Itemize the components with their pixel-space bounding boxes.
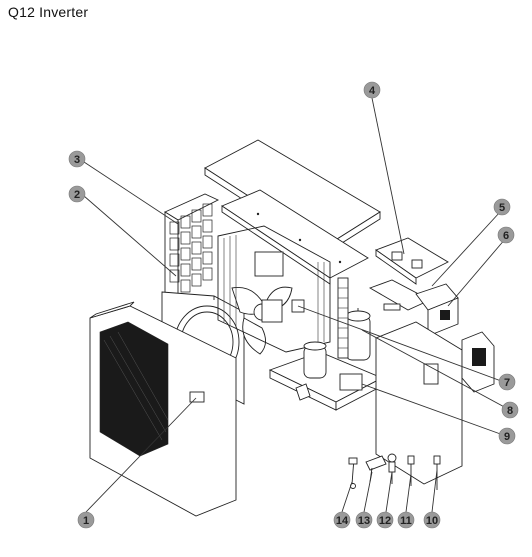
callout-14: 14 (333, 511, 351, 529)
svg-text:10: 10 (426, 515, 438, 527)
fitting-14 (348, 457, 358, 489)
front-panel (89, 301, 237, 517)
svg-text:6: 6 (503, 230, 509, 242)
svg-text:14: 14 (336, 515, 349, 527)
callout-12: 12 (376, 511, 394, 529)
fan-assembly (231, 251, 293, 355)
svg-text:2: 2 (74, 189, 80, 201)
callout-5: 5 (493, 198, 511, 216)
svg-text:12: 12 (379, 515, 391, 527)
leader-lines (83, 97, 511, 513)
callout-1: 1 (77, 511, 95, 529)
svg-text:1: 1 (83, 515, 89, 527)
coil-back-frame (217, 225, 331, 353)
callout-11: 11 (397, 511, 415, 529)
svg-text:3: 3 (74, 154, 80, 166)
callout-6: 6 (497, 226, 515, 244)
side-frame-with-grid (164, 193, 220, 301)
svg-text:11: 11 (400, 515, 412, 527)
callout-7: 7 (498, 373, 516, 391)
svg-text:5: 5 (499, 202, 505, 214)
callout-4: 4 (363, 81, 381, 99)
control-board-assembly (368, 237, 449, 311)
callout-8: 8 (501, 401, 519, 419)
svg-text:4: 4 (369, 85, 376, 97)
svg-text:9: 9 (504, 431, 510, 443)
callout-9: 9 (498, 427, 516, 445)
svg-text:13: 13 (358, 515, 370, 527)
fitting-12 (387, 453, 397, 484)
svg-text:8: 8 (507, 405, 513, 417)
wire-controller-box (461, 331, 495, 393)
callout-3: 3 (68, 150, 86, 168)
compressor (303, 341, 363, 391)
liquid-separator (345, 308, 371, 361)
callout-2: 2 (68, 185, 86, 203)
fitting-13 (365, 455, 387, 483)
diagram-title: Q12 Inverter (8, 4, 89, 20)
svg-text:7: 7 (504, 377, 510, 389)
electrical-box-side (415, 283, 459, 337)
coil-tubes (291, 277, 349, 359)
fitting-10 (433, 455, 441, 490)
callouts: 1 2 3 4 5 6 7 8 (68, 81, 519, 529)
callout-10: 10 (423, 511, 441, 529)
callout-13: 13 (355, 511, 373, 529)
